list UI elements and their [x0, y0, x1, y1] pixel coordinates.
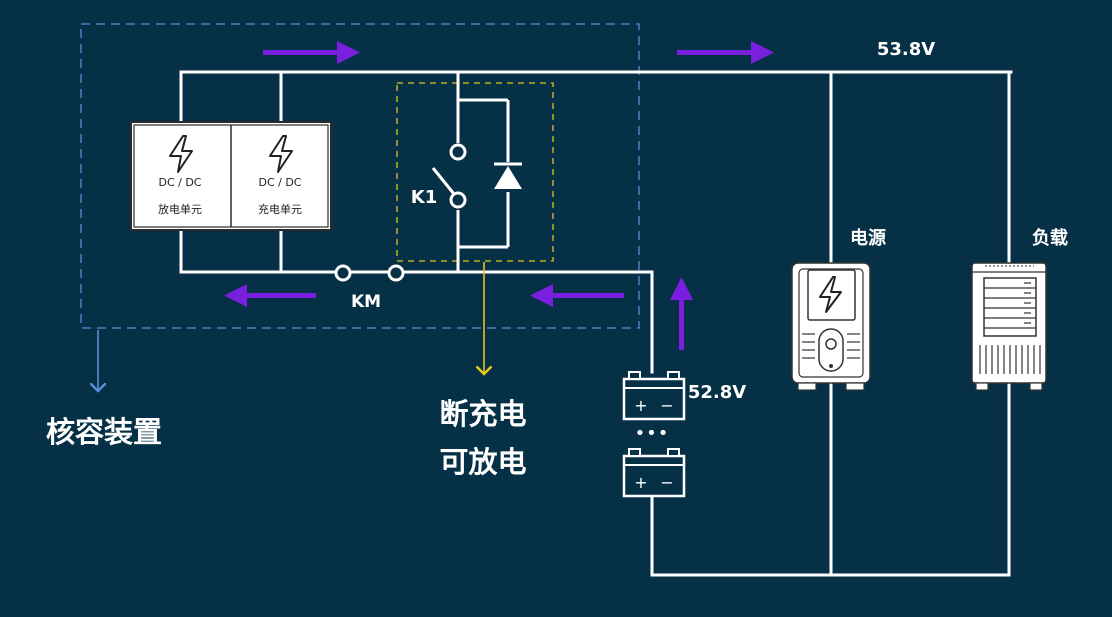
- k1-switch-assembly: [431, 72, 510, 272]
- flow-arrows: [224, 41, 774, 350]
- discharge-type-label: DC / DC: [158, 176, 201, 189]
- charge-type-label: DC / DC: [258, 176, 301, 189]
- charge-unit-label: 充电单元: [258, 202, 302, 216]
- power-supply-label: 电源: [850, 227, 886, 249]
- battery-icon: + −: [622, 371, 686, 421]
- battery-minus: −: [660, 473, 673, 492]
- device-label: 核容装置: [46, 415, 162, 449]
- load-rack-icon: [971, 262, 1047, 391]
- load-label: 负载: [1032, 227, 1068, 249]
- k1-upper-contact: [449, 143, 467, 161]
- bus-voltage-label: 53.8V: [877, 39, 935, 60]
- k1-lower-contact: [449, 191, 467, 209]
- km-label: KM: [351, 292, 381, 312]
- battery-plus: +: [634, 396, 647, 415]
- battery-minus: −: [660, 396, 673, 415]
- discharge-unit: DC / DC 放电单元: [158, 135, 202, 216]
- lightning-bolt-icon: [819, 276, 842, 313]
- state-label-line2: 可放电: [439, 445, 526, 479]
- k1-boundary: [396, 82, 554, 262]
- diode-icon: [494, 162, 522, 189]
- flow-arrow-top-right: [677, 41, 774, 64]
- state-label-line1: 断充电: [439, 397, 526, 431]
- flow-arrow-lower-left: [224, 284, 316, 307]
- discharge-unit-label: 放电单元: [158, 202, 202, 216]
- flow-arrow-top-left: [263, 41, 360, 64]
- battery-ellipsis: •••: [635, 423, 670, 444]
- device-boundary: [80, 23, 640, 329]
- lightning-bolt-icon: [169, 135, 193, 173]
- battery-plus: +: [634, 473, 647, 492]
- k1-blade: [431, 167, 456, 195]
- km-left-contact: [334, 264, 352, 282]
- dcdc-unit: [130, 121, 332, 231]
- k1-label: K1: [411, 187, 437, 208]
- flow-arrow-battery-up: [670, 277, 693, 350]
- battery-icon: + −: [622, 448, 686, 498]
- km-right-contact: [387, 264, 405, 282]
- flow-arrow-lower-right: [530, 284, 624, 307]
- charge-unit: DC / DC 充电单元: [258, 135, 302, 216]
- battery-voltage-label: 52.8V: [688, 382, 746, 403]
- lightning-bolt-icon: [269, 135, 293, 173]
- power-supply-icon: [791, 262, 871, 391]
